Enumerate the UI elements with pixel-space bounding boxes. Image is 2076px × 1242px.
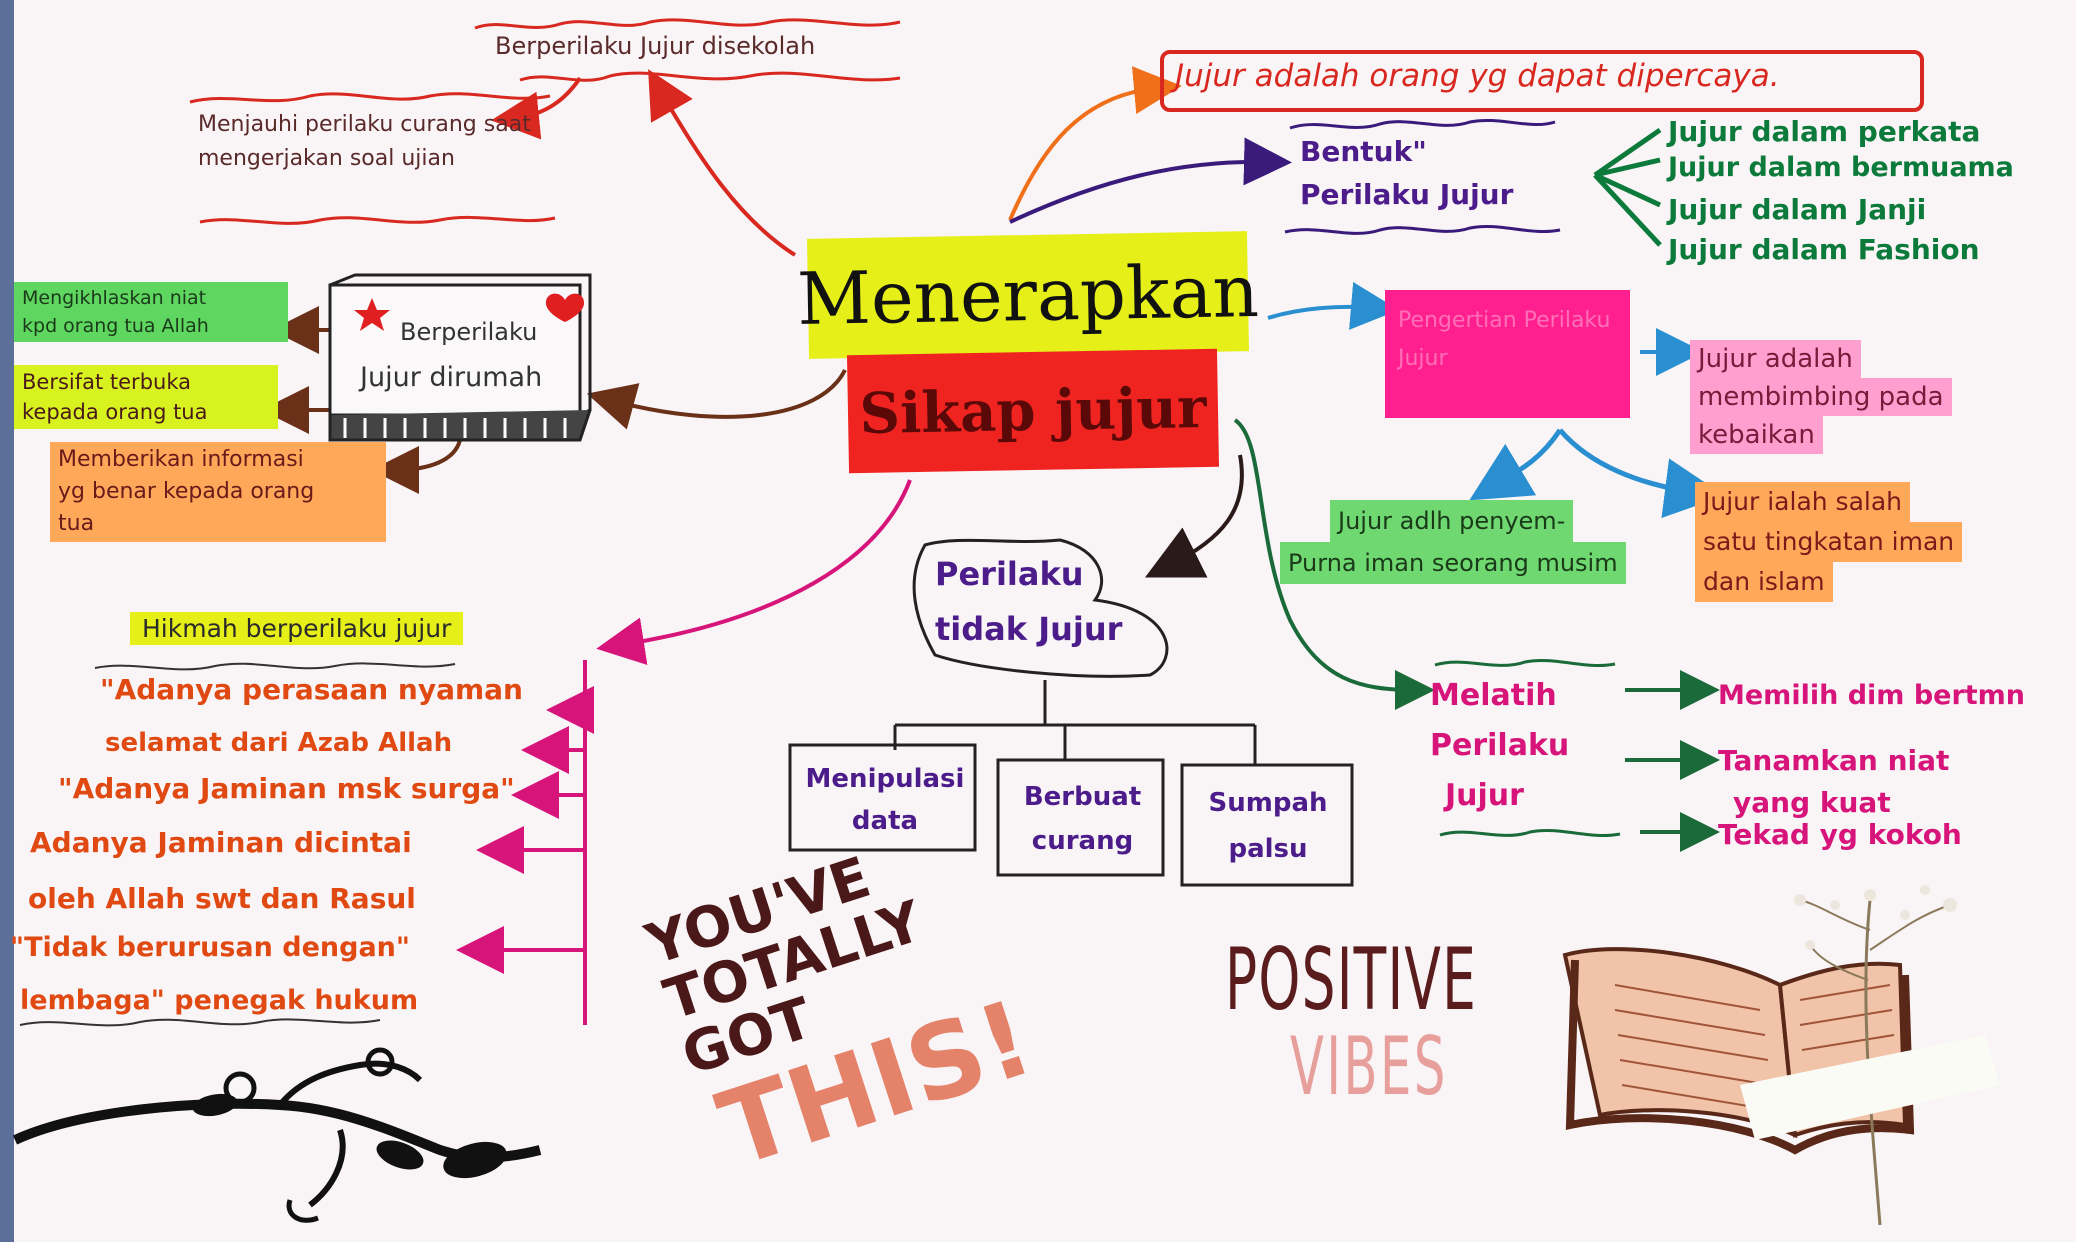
wisdom-item: lembaga" penegak hukum bbox=[20, 985, 419, 1016]
def-line: satu tingkatan iman bbox=[1695, 522, 1963, 562]
home-item-line: Bersifat terbuka bbox=[22, 370, 191, 394]
central-title-line1: Menerapkan bbox=[796, 231, 1260, 359]
book-illustration bbox=[1562, 947, 1915, 1155]
dishonest-item-line: data bbox=[851, 806, 919, 836]
home-box bbox=[328, 283, 582, 417]
flower-illustration bbox=[1740, 885, 2000, 1226]
train-item-line: yang kuat bbox=[1733, 786, 1891, 819]
train-item-3: Tekad yg kokoh bbox=[1718, 818, 1962, 851]
wisdom-item: "Adanya Jaminan msk surga" bbox=[58, 772, 515, 805]
home-item-1: Mengikhlaskan niat kpd orang tua Allah bbox=[14, 282, 288, 342]
dishonest-cloud bbox=[912, 538, 1169, 678]
sticker-vibes: VIBES bbox=[1290, 1020, 1448, 1113]
train-item-1: Memilih dim bertmn bbox=[1718, 680, 2026, 711]
dishonest-item-2: Berbuat curang bbox=[1005, 775, 1160, 863]
home-item-line: kepada orang tua bbox=[22, 400, 208, 424]
train-title-line1: Melatih bbox=[1430, 678, 1557, 713]
dishonest-item-1: Menipulasi data bbox=[800, 758, 970, 842]
dishonest-item-line: Berbuat bbox=[1023, 782, 1142, 812]
home-item-line: kpd orang tua Allah bbox=[22, 315, 209, 337]
wisdom-item: oleh Allah swt dan Rasul bbox=[28, 882, 416, 915]
school-item: Menjauhi perilaku curang saat mengerjaka… bbox=[198, 112, 531, 171]
forms-item: Jujur dalam bermuama bbox=[1668, 152, 2014, 183]
def-line: Jujur ialah salah bbox=[1695, 482, 1911, 522]
home-item-line: tua bbox=[58, 511, 95, 536]
wisdom-item: Adanya Jaminan dicintai bbox=[30, 826, 412, 859]
def-line: membimbing pada bbox=[1690, 378, 1952, 416]
def-line: Purna iman seorang musim bbox=[1280, 542, 1626, 584]
dishonest-title-line2: tidak Jujur bbox=[935, 610, 1123, 648]
forms-item: Jujur dalam Fashion bbox=[1668, 233, 1980, 266]
train-item-2: Tanamkan niat yang kuat bbox=[1718, 740, 1949, 824]
meaning-def-1: Jujur adalah membimbing pada kebaikan bbox=[1690, 340, 1952, 454]
dishonest-item-line: Sumpah bbox=[1208, 788, 1328, 818]
home-title-line1: Berperilaku bbox=[400, 318, 538, 346]
dishonest-item-line: palsu bbox=[1228, 834, 1308, 864]
def-line: dan islam bbox=[1695, 562, 1833, 602]
meaning-def-3: Jujur adlh penyem- Purna iman seorang mu… bbox=[1280, 500, 1626, 584]
dishonest-item-3: Sumpah palsu bbox=[1188, 780, 1348, 872]
meaning-def-2: Jujur ialah salah satu tingkatan iman da… bbox=[1695, 482, 1963, 602]
trust-box bbox=[1160, 50, 1924, 112]
vine-decoration bbox=[12, 1047, 542, 1223]
dishonest-item-line: Menipulasi bbox=[805, 764, 965, 794]
meaning-box-text: Pengertian Perilaku Jujur bbox=[1398, 308, 1611, 371]
paper-edge bbox=[0, 0, 14, 1242]
train-title-line2: Perilaku bbox=[1430, 728, 1570, 763]
forms-item: Jujur dalam perkata bbox=[1668, 115, 1981, 148]
def-line: Jujur adlh penyem- bbox=[1330, 500, 1574, 542]
dishonest-item-line: curang bbox=[1031, 826, 1134, 856]
wisdom-title: Hikmah berperilaku jujur bbox=[130, 612, 464, 645]
sticker-positive: POSITIVE bbox=[1225, 930, 1478, 1030]
forms-item: Jujur dalam Janji bbox=[1668, 193, 1927, 226]
central-title-line2: Sikap jujur bbox=[846, 348, 1220, 474]
home-item-line: yg benar kepada orang bbox=[58, 479, 315, 504]
wisdom-item: "Adanya perasaan nyaman bbox=[100, 673, 523, 706]
forms-title-line2: Perilaku Jujur bbox=[1300, 178, 1514, 211]
school-title: Berperilaku Jujur disekolah bbox=[495, 32, 816, 60]
trust-text: Jujur adalah orang yg dapat dipercaya. bbox=[1175, 58, 1780, 94]
wisdom-item: selamat dari Azab Allah bbox=[105, 728, 453, 758]
train-title-line3: Jujur bbox=[1445, 778, 1524, 813]
home-item-2: Bersifat terbuka kepada orang tua bbox=[14, 365, 278, 429]
def-line: kebaikan bbox=[1690, 416, 1823, 454]
def-line: Jujur adalah bbox=[1690, 340, 1861, 378]
train-item-line: Tanamkan niat bbox=[1718, 744, 1950, 777]
home-item-3: Memberikan informasi yg benar kepada ora… bbox=[50, 442, 386, 542]
forms-title-line1: Bentuk" bbox=[1300, 135, 1427, 168]
dishonest-title-line1: Perilaku bbox=[935, 555, 1084, 593]
home-item-line: Memberikan informasi bbox=[58, 447, 304, 472]
meaning-box bbox=[1385, 290, 1630, 418]
home-title-line2: Jujur dirumah bbox=[360, 362, 543, 393]
wisdom-item: "Tidak berurusan dengan" bbox=[10, 932, 410, 963]
home-item-line: Mengikhlaskan niat bbox=[22, 287, 207, 309]
